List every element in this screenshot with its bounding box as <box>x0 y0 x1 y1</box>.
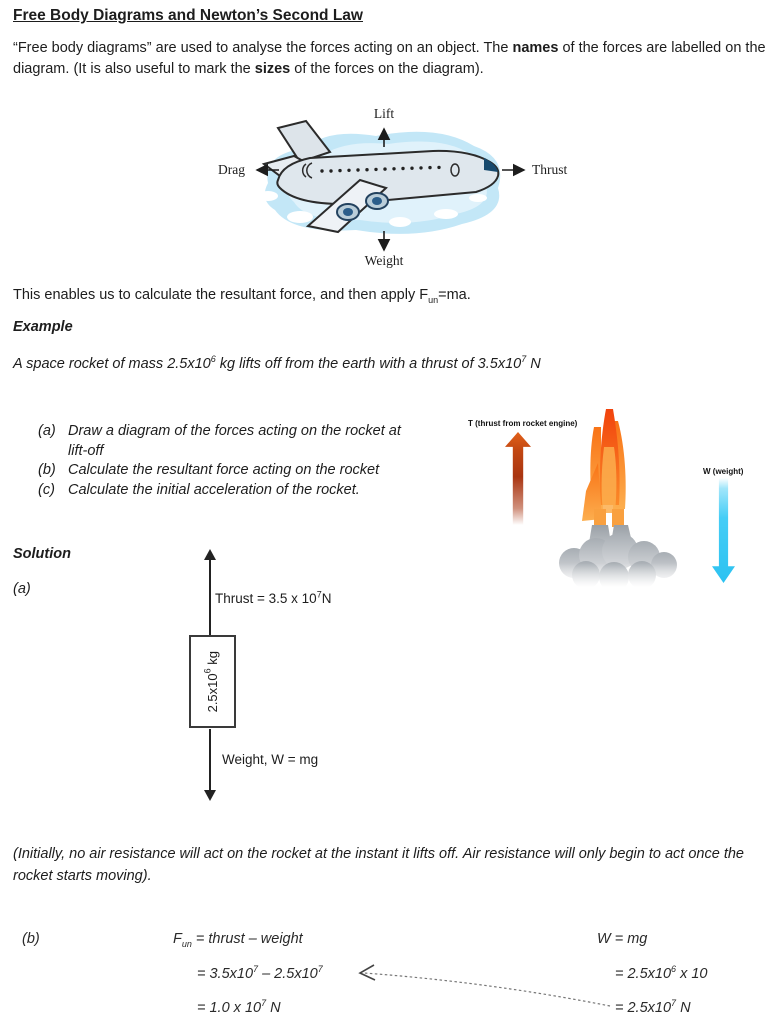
resultant-text: This enables us to calculate the resulta… <box>13 287 429 303</box>
fbd-down-arrow-line <box>209 729 211 791</box>
thrust-exponent: 7 <box>521 354 527 365</box>
weight-label: Weight <box>364 253 404 268</box>
rocket-figure: T (thrust from rocket engine) <box>460 403 783 598</box>
solution-heading: Solution <box>13 546 71 562</box>
force-arrows <box>255 127 526 252</box>
fbd-thrust-text: Thrust = 3.5 x 10 <box>215 591 317 606</box>
problem-text: A space rocket of mass 2.5x10 <box>13 356 211 372</box>
rocket-weight-arrow-icon <box>712 478 735 583</box>
eq-exponent: 7 <box>671 998 677 1009</box>
eq-exponent: 6 <box>671 964 677 975</box>
rocket-weight-label: W (weight) <box>703 467 744 476</box>
fbd-down-arrowhead-icon <box>204 790 216 801</box>
eq-exponent: 7 <box>253 964 259 975</box>
problem-statement: A space rocket of mass 2.5x106 kg lifts … <box>13 354 541 372</box>
note-paragraph: (Initially, no air resistance will act o… <box>13 846 744 884</box>
resultant-text: =ma. <box>438 287 471 303</box>
eq-text: = 1.0 x 10 <box>197 1000 262 1016</box>
eq-exponent: 7 <box>261 998 267 1009</box>
task-label: (b) <box>38 462 56 478</box>
eq-text: = 2.5x10 <box>615 966 672 982</box>
task-label: (a) <box>38 423 56 439</box>
thrust-label: Thrust <box>532 162 568 177</box>
eq-subscript: un <box>181 938 192 949</box>
fbd-mass-exponent: 6 <box>202 668 213 674</box>
task-item-a: (a) Draw a diagram of the forces acting … <box>38 422 418 461</box>
eq-exponent: 7 <box>317 964 323 975</box>
intro-bold-sizes: sizes <box>254 61 291 77</box>
eq-text: F <box>173 931 182 947</box>
drag-label: Drag <box>218 162 245 177</box>
eq-text: – 2.5x10 <box>258 966 318 982</box>
intro-bold-names: names <box>512 40 559 56</box>
problem-text: N <box>526 356 541 372</box>
resultant-sentence: This enables us to calculate the resulta… <box>13 287 471 305</box>
fbd-up-arrow-line <box>209 559 211 635</box>
task-text: Calculate the resultant force acting on … <box>68 462 380 478</box>
task-text: Calculate the initial acceleration of th… <box>68 481 360 498</box>
equation-fun-line3: = 1.0 x 107 N <box>197 998 281 1016</box>
eq-text: = 3.5x10 <box>197 966 254 982</box>
fbd-mass-text: kg <box>205 650 220 669</box>
mass-exponent: 6 <box>210 354 216 365</box>
annotation-arrow <box>358 964 611 1007</box>
task-text: Draw a diagram of the forces acting on t… <box>68 423 401 459</box>
task-list: (a) Draw a diagram of the forces acting … <box>38 422 418 500</box>
eq-text: x 10 <box>676 966 708 982</box>
task-label: (c) <box>38 481 55 498</box>
eq-text: N <box>676 1000 691 1016</box>
page-title: Free Body Diagrams and Newton’s Second L… <box>13 7 363 24</box>
intro-text: of the forces are labelled on the diagra… <box>13 40 766 77</box>
fbd-mass-label: 2.5x106 kg <box>202 650 220 713</box>
equation-fun-line2: = 3.5x107 – 2.5x107 <box>197 964 323 982</box>
task-item-c: (c) Calculate the initial acceleration o… <box>38 481 418 501</box>
task-item-b: (b) Calculate the resultant force acting… <box>38 461 418 481</box>
equation-fun-line1: Fun = thrust – weight <box>173 931 303 949</box>
problem-text: kg lifts off from the earth with a thrus… <box>215 356 522 372</box>
part-b-label: (b) <box>22 931 40 947</box>
intro-text: “Free body diagrams” are used to analyse… <box>13 40 513 56</box>
fbd-thrust-exponent: 7 <box>316 589 322 600</box>
eq-text: = thrust – weight <box>191 931 303 947</box>
eq-text: N <box>266 1000 281 1016</box>
intro-text: of the forces on the diagram). <box>290 61 484 77</box>
equation-w-line3: = 2.5x107 N <box>615 998 691 1016</box>
equation-w-line1: W = mg <box>597 931 648 947</box>
fbd-weight-label: Weight, W = mg <box>222 752 319 767</box>
fbd-up-arrowhead-icon <box>204 549 216 560</box>
intro-paragraph: “Free body diagrams” are used to analyse… <box>13 38 779 80</box>
lift-label: Lift <box>373 106 395 121</box>
fbd-mass-box: 2.5x106 kg <box>189 635 236 728</box>
fun-subscript: un <box>428 294 439 305</box>
fbd-thrust-text: N <box>321 591 332 606</box>
rocket-thrust-arrow-icon <box>505 432 531 525</box>
airplane-figure: Lift Drag Thrust Weight <box>205 103 585 275</box>
part-a-label: (a) <box>13 581 31 597</box>
equation-w-line2: = 2.5x106 x 10 <box>615 964 708 982</box>
rocket-illustration <box>558 409 684 587</box>
example-heading: Example <box>13 319 73 335</box>
rocket-thrust-label: T (thrust from rocket engine) <box>468 419 578 428</box>
fbd-mass-text: 2.5x10 <box>205 673 220 713</box>
eq-text: = 2.5x10 <box>615 1000 672 1016</box>
fbd-thrust-label: Thrust = 3.5 x 107N <box>215 589 332 606</box>
airplane-illustration <box>258 119 501 234</box>
